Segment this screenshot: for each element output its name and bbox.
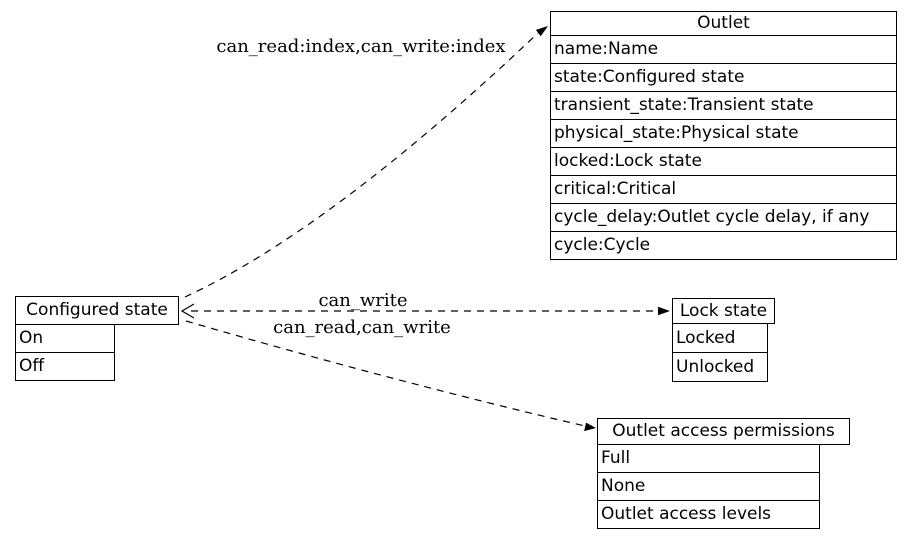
- table-row: state:Configured state: [550, 64, 897, 92]
- table-row: Outlet access levels: [597, 501, 820, 529]
- arrowhead-into-outlet-icon: [535, 26, 548, 37]
- table-row: Full: [597, 445, 820, 473]
- table-row: Off: [15, 353, 115, 381]
- edge-configured-state-to-outlet: can_read:index,can_write:index: [184, 26, 548, 298]
- arrowhead-into-permissions-icon: [584, 422, 596, 432]
- open-arrowhead-into-configured-state-icon: [180, 303, 195, 319]
- edge-label-can-write: can_write: [318, 290, 407, 311]
- configured-state-table-title: Configured state: [15, 296, 179, 325]
- outlet-access-permissions-table: Outlet access permissions Full None Outl…: [597, 418, 850, 529]
- configured-state-table: Configured state On Off: [15, 296, 179, 381]
- table-row: None: [597, 473, 820, 501]
- lock-state-table-title: Lock state: [672, 298, 775, 324]
- edge-configured-state-to-lock-state: can_write: [180, 290, 670, 319]
- table-row: physical_state:Physical state: [550, 120, 897, 148]
- table-row: name:Name: [550, 36, 897, 64]
- edge-label-can-read-can-write: can_read,can_write: [273, 317, 451, 338]
- lock-state-table: Lock state Locked Unlocked: [672, 298, 775, 382]
- outlet-access-permissions-table-title: Outlet access permissions: [597, 418, 850, 445]
- edge-configured-state-to-outlet-access-permissions: can_read,can_write: [185, 317, 596, 432]
- edge-configured-state-to-outlet-line: [184, 32, 539, 298]
- edge-configured-state-to-permissions-line: [185, 320, 586, 427]
- outlet-table: Outlet name:Name state:Configured state …: [550, 11, 897, 260]
- table-row: On: [15, 325, 115, 353]
- arrowhead-into-lock-state-icon: [658, 306, 670, 316]
- table-row: cycle:Cycle: [550, 232, 897, 260]
- table-row: Locked: [672, 324, 768, 353]
- table-row: critical:Critical: [550, 176, 897, 204]
- table-row: cycle_delay:Outlet cycle delay, if any: [550, 204, 897, 232]
- table-row: transient_state:Transient state: [550, 92, 897, 120]
- table-row: locked:Lock state: [550, 148, 897, 176]
- outlet-table-title: Outlet: [550, 11, 897, 36]
- edge-label-can-read-write-index: can_read:index,can_write:index: [216, 36, 505, 57]
- table-row: Unlocked: [672, 353, 768, 382]
